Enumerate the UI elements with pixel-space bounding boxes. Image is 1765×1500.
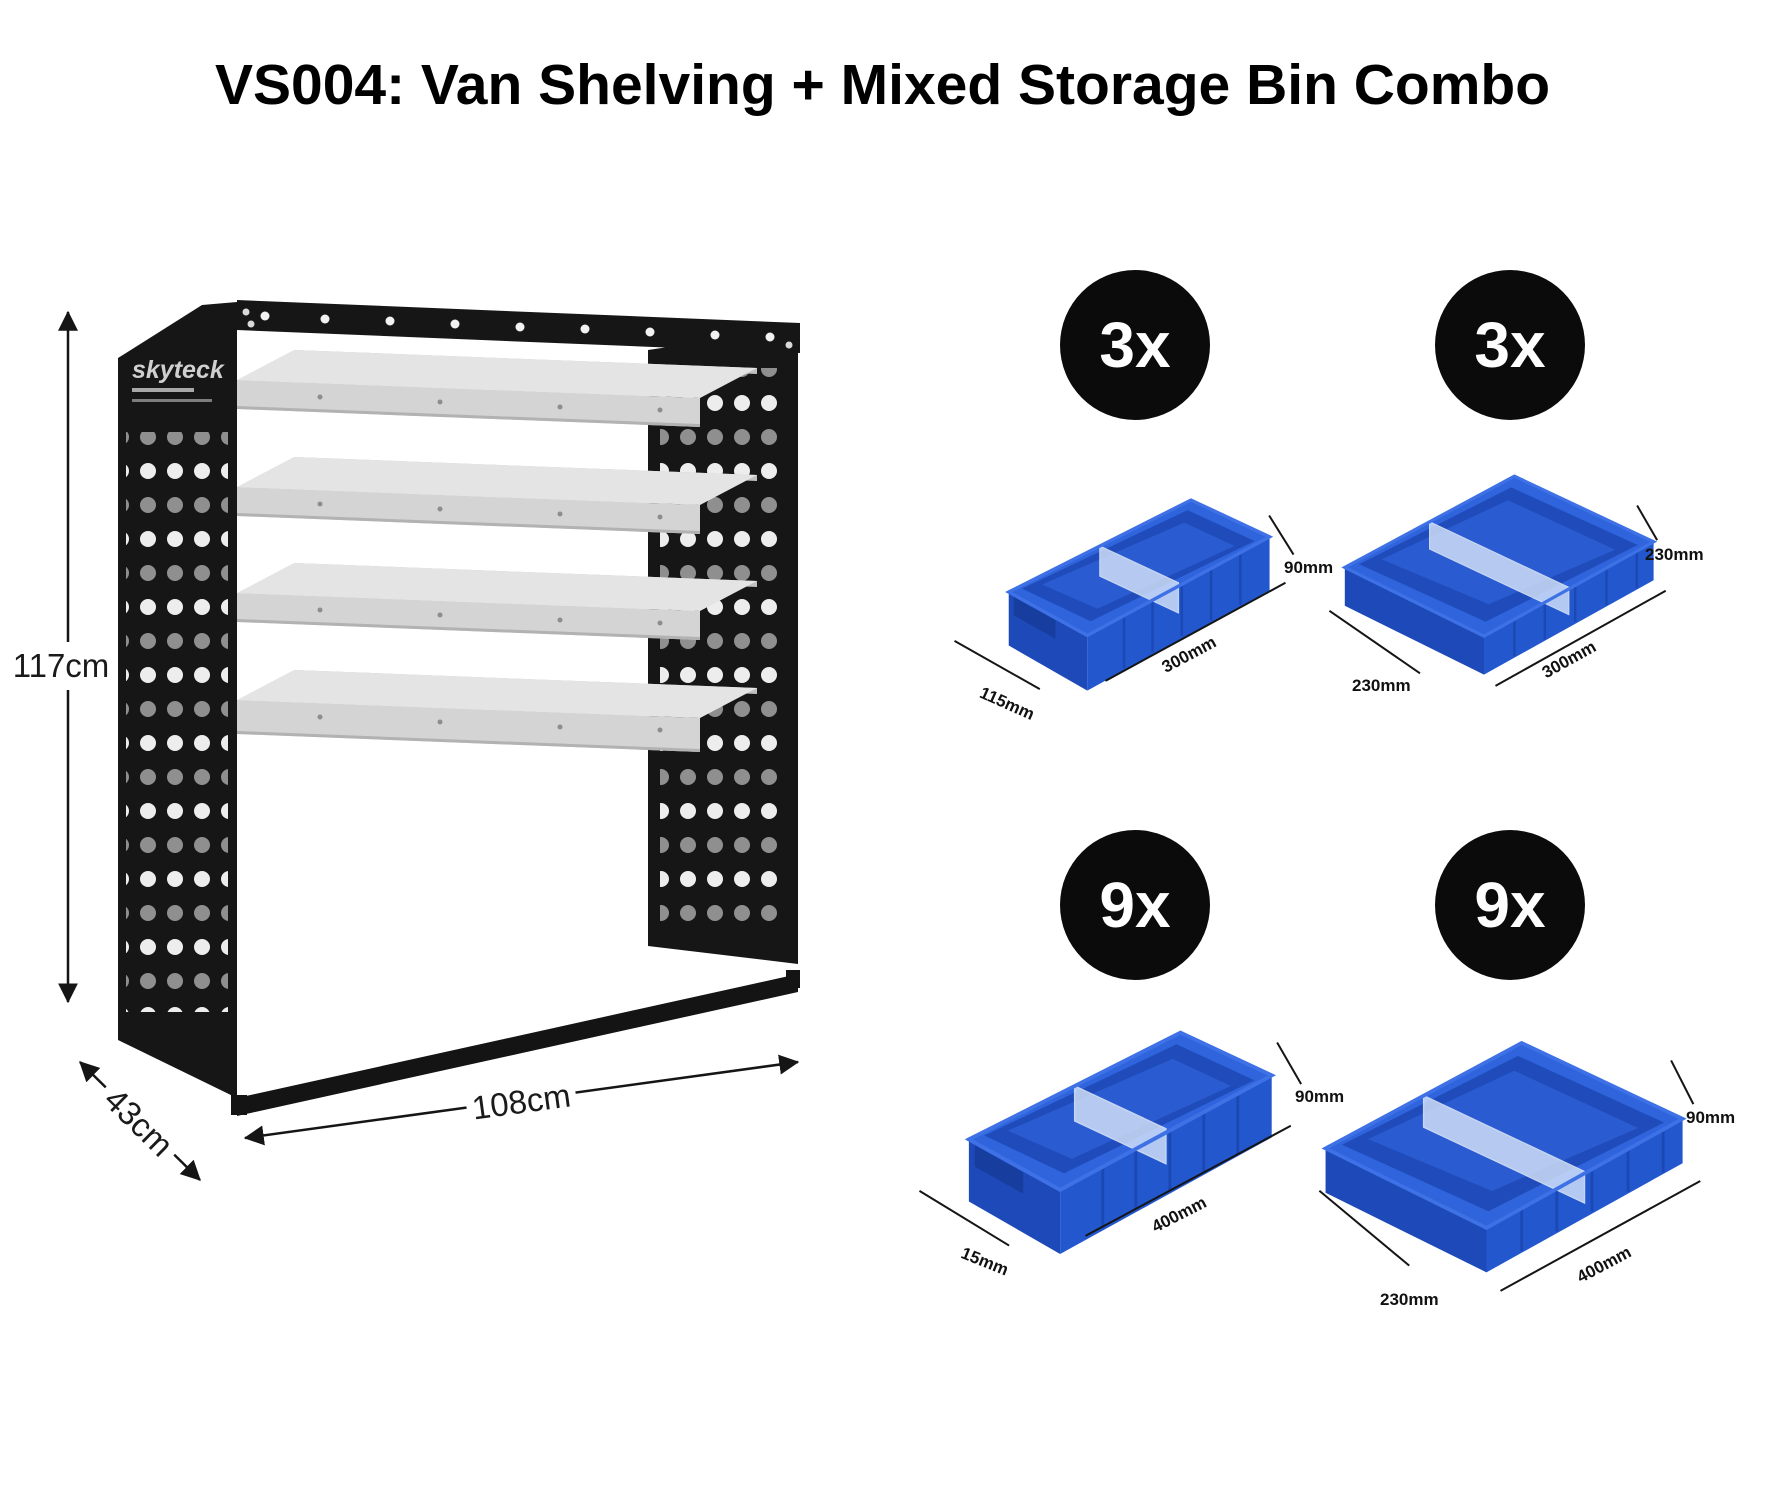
bin4-height-label: 90mm	[1686, 1108, 1736, 1127]
storage-bin-wide-300-illustration	[1341, 474, 1658, 675]
dimension-width: 108cm	[243, 1054, 800, 1146]
bin4-width-label: 230mm	[1380, 1290, 1439, 1309]
storage-bin-long-400-illustration	[965, 1030, 1277, 1254]
bin1-height-label: 90mm	[1284, 558, 1334, 577]
dimension-height: 117cm	[13, 310, 110, 1004]
quantity-badge-1: 3x	[1060, 270, 1210, 420]
quantity-badge-3-label: 9x	[1099, 869, 1171, 941]
brand-url-bar	[132, 399, 212, 402]
quantity-badge-4-label: 9x	[1474, 869, 1546, 941]
shelving-unit-illustration: skyteck 117cm 43cm	[13, 300, 800, 1181]
top-rail	[237, 300, 800, 353]
bin-divider	[1422, 1094, 1586, 1205]
quantity-badge-3: 9x	[1060, 830, 1210, 980]
dimension-label-height: 117cm	[13, 647, 110, 684]
shelf-3	[237, 563, 757, 640]
storage-bin-wide-400-illustration	[1321, 1040, 1687, 1273]
brand-tagline-bar	[132, 388, 194, 392]
bin-divider	[1429, 520, 1570, 616]
quantity-badge-1-label: 3x	[1099, 309, 1171, 381]
shelf-2	[237, 457, 757, 534]
shelf-4	[237, 670, 757, 752]
left-side-panel: skyteck	[118, 302, 237, 1098]
bin2-width-label: 230mm	[1352, 676, 1411, 695]
quantity-badge-4: 9x	[1435, 830, 1585, 980]
brand-logo: skyteck	[132, 356, 225, 384]
bin3-height-label: 90mm	[1295, 1087, 1345, 1106]
quantity-badge-2: 3x	[1435, 270, 1585, 420]
dimension-depth: 43cm	[79, 1061, 201, 1181]
bin2-height-label: 230mm	[1645, 545, 1704, 564]
quantity-badge-2-label: 3x	[1474, 309, 1546, 381]
shelf-1	[237, 350, 757, 427]
page-title: VS004: Van Shelving + Mixed Storage Bin …	[214, 53, 1551, 117]
storage-bin-long-300-illustration	[1005, 498, 1274, 691]
